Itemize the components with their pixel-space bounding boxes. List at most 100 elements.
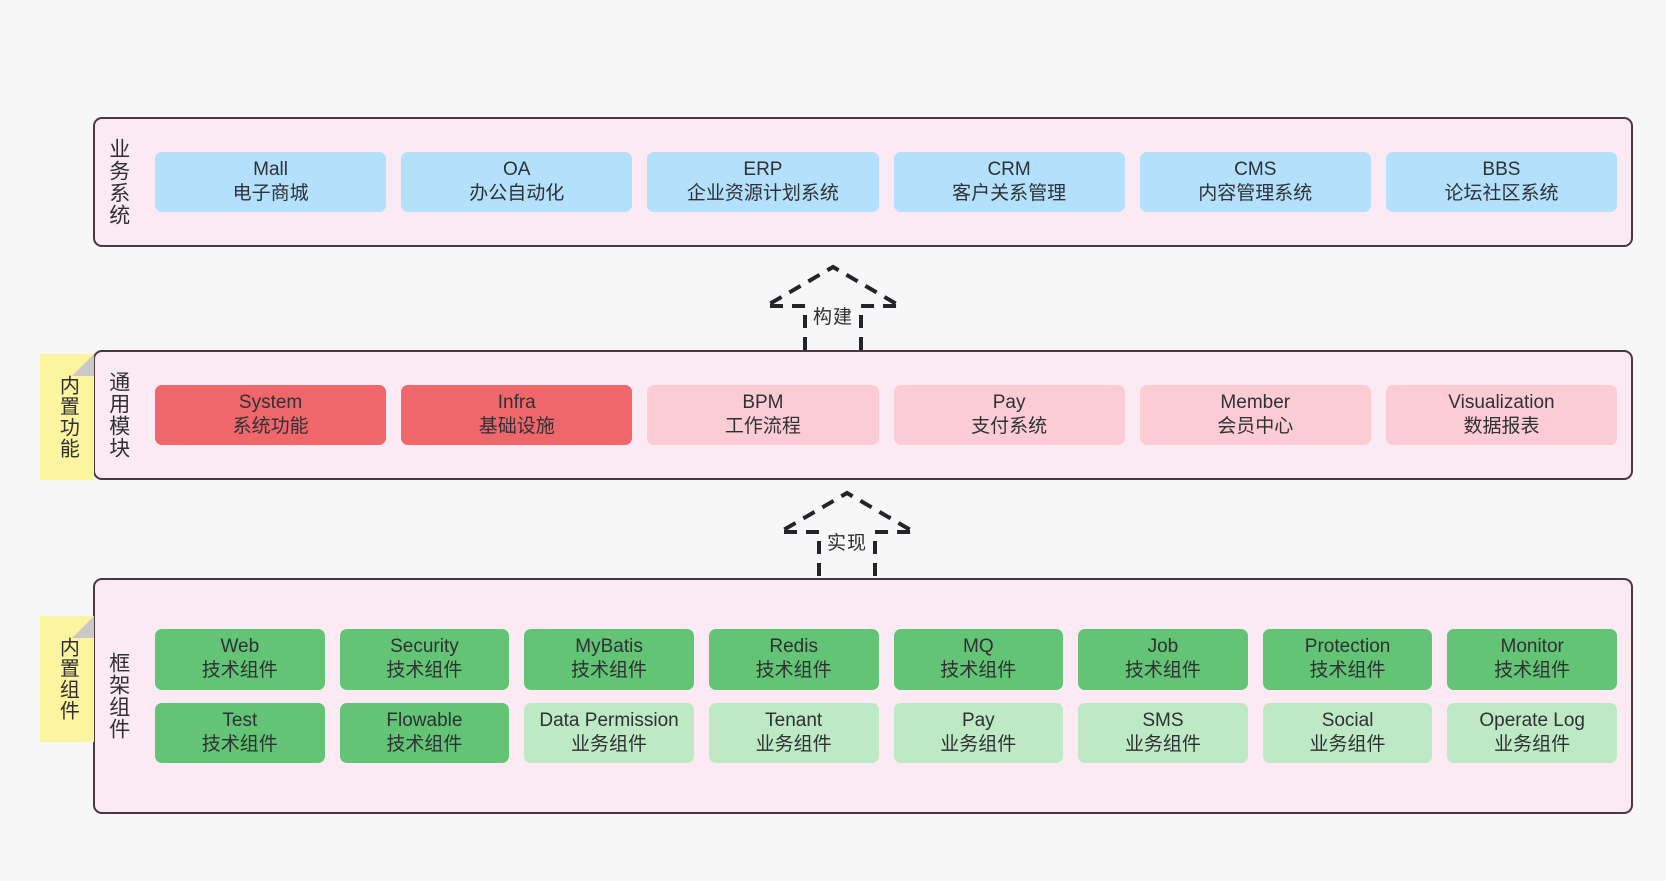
node-member[interactable]: Member 会员中心 (1139, 384, 1371, 446)
section-framework-components: 框架组件 Web 技术组件 Security 技术组件 MyBatis 技术组件… (93, 578, 1633, 814)
node-monitor[interactable]: Monitor 技术组件 (1447, 628, 1617, 690)
node-subtitle: 企业资源计划系统 (686, 183, 839, 204)
row-framework-tech: Web 技术组件 Security 技术组件 MyBatis 技术组件 Redi… (155, 628, 1617, 690)
node-test[interactable]: Test 技术组件 (155, 702, 325, 764)
section-body-framework-components: Web 技术组件 Security 技术组件 MyBatis 技术组件 Redi… (141, 580, 1631, 812)
node-subtitle: 论坛社区系统 (1444, 183, 1559, 204)
node-title: Pay (992, 391, 1026, 413)
node-pay-module[interactable]: Pay 支付系统 (893, 384, 1125, 446)
node-subtitle: 技术组件 (201, 733, 278, 755)
arrow-up-outline-icon (772, 490, 922, 576)
node-subtitle: 技术组件 (1494, 660, 1571, 682)
node-crm[interactable]: CRM 客户关系管理 (893, 151, 1125, 213)
node-subtitle: 技术组件 (386, 660, 463, 682)
node-subtitle: 会员中心 (1217, 416, 1294, 437)
node-title: MyBatis (575, 635, 643, 657)
sticky-note-builtin-features: 内置功能 (40, 354, 94, 480)
node-subtitle: 业务组件 (1309, 733, 1386, 755)
section-body-common-modules: System 系统功能 Infra 基础设施 BPM 工作流程 Pay 支付系统… (141, 352, 1631, 478)
node-sms[interactable]: SMS 业务组件 (1078, 702, 1248, 764)
node-subtitle: 系统功能 (232, 416, 309, 437)
node-redis[interactable]: Redis 技术组件 (708, 628, 879, 690)
section-common-modules: 通用模块 System 系统功能 Infra 基础设施 BPM 工作流程 Pay… (93, 350, 1633, 480)
section-body-business-systems: Mall 电子商城 OA 办公自动化 ERP 企业资源计划系统 CRM 客户关系… (141, 119, 1631, 245)
node-social[interactable]: Social 业务组件 (1262, 702, 1433, 764)
node-title: CMS (1234, 158, 1277, 180)
node-erp[interactable]: ERP 企业资源计划系统 (647, 151, 879, 213)
node-subtitle: 基础设施 (478, 416, 555, 437)
node-subtitle: 内容管理系统 (1198, 183, 1313, 204)
section-title-framework-components: 框架组件 (106, 652, 130, 740)
node-title: Web (220, 635, 260, 657)
node-bpm[interactable]: BPM 工作流程 (647, 384, 879, 446)
arrow-implement-label: 实现 (826, 533, 867, 554)
node-title: Monitor (1500, 635, 1564, 657)
node-cms[interactable]: CMS 内容管理系统 (1139, 151, 1371, 213)
node-operate-log[interactable]: Operate Log 业务组件 (1447, 702, 1617, 764)
node-oa[interactable]: OA 办公自动化 (401, 151, 633, 213)
node-title: System (238, 391, 303, 413)
node-subtitle: 工作流程 (724, 416, 801, 437)
node-subtitle: 技术组件 (571, 660, 648, 682)
node-title: Member (1220, 391, 1291, 413)
node-mybatis[interactable]: MyBatis 技术组件 (524, 628, 694, 690)
node-title: Pay (961, 709, 995, 731)
node-security[interactable]: Security 技术组件 (339, 628, 510, 690)
node-subtitle: 业务组件 (1494, 733, 1571, 755)
row-common-modules: System 系统功能 Infra 基础设施 BPM 工作流程 Pay 支付系统… (155, 384, 1618, 446)
node-title: CRM (987, 158, 1031, 180)
node-mq[interactable]: MQ 技术组件 (893, 628, 1064, 690)
node-web[interactable]: Web 技术组件 (155, 628, 325, 690)
node-pay-component[interactable]: Pay 业务组件 (893, 702, 1064, 764)
node-tenant[interactable]: Tenant 业务组件 (708, 702, 879, 764)
node-title: OA (503, 158, 531, 180)
node-title: Mall (253, 158, 288, 180)
node-visualization[interactable]: Visualization 数据报表 (1385, 384, 1618, 446)
node-subtitle: 业务组件 (571, 733, 648, 755)
node-data-permission[interactable]: Data Permission 业务组件 (524, 702, 694, 764)
arrow-up-outline-icon (758, 264, 908, 350)
node-title: MQ (963, 635, 994, 657)
node-protection[interactable]: Protection 技术组件 (1262, 628, 1433, 690)
node-subtitle: 技术组件 (1124, 660, 1201, 682)
node-system[interactable]: System 系统功能 (155, 384, 387, 446)
node-job[interactable]: Job 技术组件 (1078, 628, 1248, 690)
node-title: Redis (769, 635, 818, 657)
node-mall[interactable]: Mall 电子商城 (155, 151, 387, 213)
node-title: Security (390, 635, 459, 657)
node-subtitle: 数据报表 (1463, 416, 1540, 437)
sticky-note-builtin-components: 内置组件 (40, 616, 94, 742)
node-title: SMS (1142, 709, 1184, 731)
node-subtitle: 业务组件 (755, 733, 832, 755)
node-subtitle: 技术组件 (940, 660, 1017, 682)
node-subtitle: 客户关系管理 (952, 183, 1067, 204)
node-bbs[interactable]: BBS 论坛社区系统 (1385, 151, 1618, 213)
node-subtitle: 技术组件 (755, 660, 832, 682)
node-title: BBS (1482, 158, 1521, 180)
node-flowable[interactable]: Flowable 技术组件 (339, 702, 510, 764)
node-subtitle: 技术组件 (1309, 660, 1386, 682)
node-title: Data Permission (539, 709, 679, 731)
arrow-implement: 实现 (772, 490, 922, 576)
arrow-build: 构建 (758, 264, 908, 350)
node-subtitle: 电子商城 (232, 183, 309, 204)
arrow-build-label: 构建 (812, 307, 853, 328)
section-business-systems: 业务系统 Mall 电子商城 OA 办公自动化 ERP 企业资源计划系统 CRM… (93, 117, 1633, 247)
row-framework-business: Test 技术组件 Flowable 技术组件 Data Permission … (155, 702, 1617, 764)
node-title: Job (1147, 635, 1179, 657)
node-subtitle: 业务组件 (940, 733, 1017, 755)
node-title: Infra (497, 391, 536, 413)
node-subtitle: 技术组件 (386, 733, 463, 755)
node-infra[interactable]: Infra 基础设施 (401, 384, 633, 446)
sticky-note-label: 内置组件 (56, 637, 79, 721)
node-subtitle: 支付系统 (971, 416, 1048, 437)
node-title: Flowable (386, 709, 463, 731)
node-subtitle: 业务组件 (1124, 733, 1201, 755)
node-title: Test (222, 709, 258, 731)
section-title-business-systems: 业务系统 (106, 138, 130, 226)
section-title-common-modules: 通用模块 (106, 371, 130, 459)
node-title: BPM (742, 391, 784, 413)
node-title: Tenant (765, 709, 823, 731)
node-title: Protection (1304, 635, 1391, 657)
